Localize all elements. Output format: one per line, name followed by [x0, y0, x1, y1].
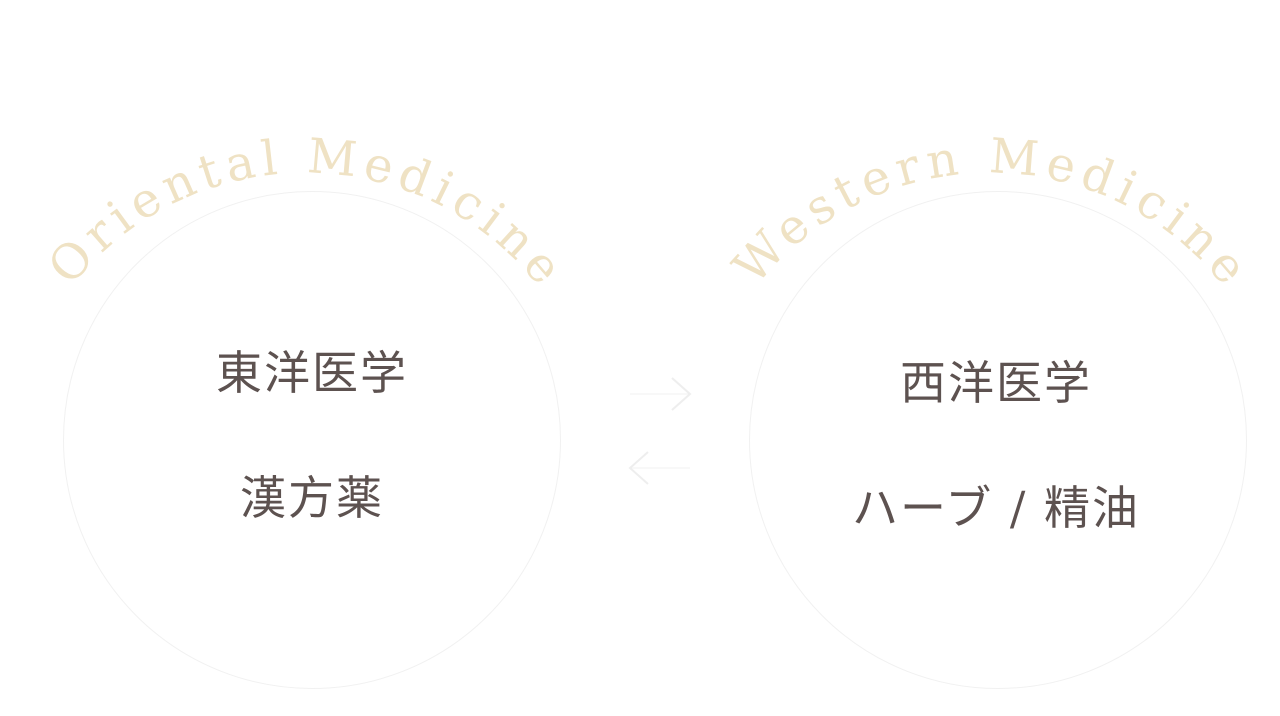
oriental-line1: 東洋医学	[216, 346, 408, 400]
oriental-circle	[63, 191, 561, 689]
western-line1: 西洋医学	[900, 356, 1092, 410]
exchange-arrows-icon	[628, 377, 692, 485]
western-line2: ハーブ / 精油	[852, 481, 1140, 535]
oriental-line2: 漢方薬	[240, 471, 384, 525]
western-circle	[749, 191, 1247, 689]
